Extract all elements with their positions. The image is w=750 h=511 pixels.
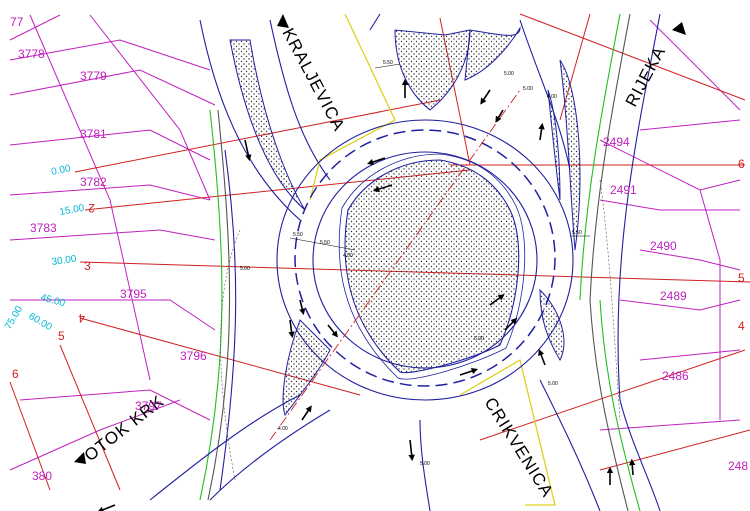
svg-text:3778: 3778 [18, 47, 45, 61]
svg-text:2: 2 [88, 201, 95, 215]
svg-text:3: 3 [84, 259, 91, 273]
svg-text:6: 6 [738, 157, 745, 171]
svg-text:6: 6 [12, 367, 19, 381]
svg-text:5.50: 5.50 [572, 230, 582, 236]
svg-text:30.00: 30.00 [51, 254, 78, 268]
svg-text:5.00: 5.00 [504, 71, 514, 77]
svg-text:248: 248 [728, 459, 748, 473]
parcel-boundaries [9, 14, 741, 471]
section-numbers: 2 3 4 5 6 4 5 6 [12, 157, 745, 381]
traffic-arrows [97, 78, 636, 511]
svg-text:3782: 3782 [80, 175, 107, 189]
svg-text:3783: 3783 [30, 221, 57, 235]
rijeka-direction-icon [672, 22, 686, 35]
svg-text:4: 4 [738, 319, 745, 333]
kraljevica-direction-icon [277, 14, 289, 28]
svg-text:4.00: 4.00 [278, 426, 288, 432]
svg-text:60.00: 60.00 [27, 311, 55, 333]
svg-text:5.00: 5.00 [240, 266, 250, 272]
svg-text:3781: 3781 [80, 127, 107, 141]
hatch-edge [220, 229, 241, 481]
svg-text:5.00: 5.00 [523, 86, 533, 92]
svg-text:3797: 3797 [135, 399, 162, 413]
svg-text:2486: 2486 [662, 369, 689, 383]
svg-text:45.00: 45.00 [39, 292, 66, 309]
svg-text:380: 380 [32, 469, 52, 483]
svg-text:3796: 3796 [180, 349, 207, 363]
approach-roads [149, 13, 661, 511]
svg-text:2490: 2490 [650, 239, 677, 253]
svg-text:3779: 3779 [80, 69, 107, 83]
svg-text:2494: 2494 [603, 135, 630, 149]
svg-text:5: 5 [738, 271, 745, 285]
svg-text:2491: 2491 [610, 183, 637, 197]
yellow-edges [309, 13, 556, 506]
svg-text:75.00: 75.00 [3, 304, 25, 332]
roundabout [276, 119, 574, 401]
svg-text:5.00: 5.00 [474, 336, 484, 342]
parcel-numbers-left: 77 3778 3779 3781 3782 3783 3795 3796 37… [10, 15, 207, 483]
road-label-crikvenica: CRIKVENICA [481, 394, 557, 501]
otok-krk-direction-icon [74, 452, 86, 464]
svg-text:2489: 2489 [660, 289, 687, 303]
dimension-marks: 5.50 5.50 5.50 5.00 5.50 5.00 5.00 4.00 … [240, 60, 590, 467]
svg-text:3795: 3795 [120, 287, 147, 301]
svg-text:4.00: 4.00 [343, 253, 353, 259]
svg-text:0.00: 0.00 [50, 163, 72, 178]
chainage-labels: 0.00 15.00 30.00 45.00 60.00 75.00 [3, 163, 86, 333]
svg-text:5.00: 5.00 [548, 381, 558, 387]
traffic-islands [229, 26, 581, 417]
svg-text:4.00: 4.00 [547, 94, 557, 100]
svg-text:5.00: 5.00 [420, 461, 430, 467]
hatch-edge-right [599, 179, 621, 421]
svg-text:5.50: 5.50 [383, 60, 393, 66]
svg-text:77: 77 [10, 15, 24, 29]
svg-text:5.50: 5.50 [320, 240, 330, 246]
svg-text:5.50: 5.50 [293, 232, 303, 238]
road-label-kraljevica: KRALJEVICA [278, 25, 348, 135]
road-label-rijeka: RIJEKA [622, 43, 670, 110]
parcel-numbers-right: 2494 2491 2490 2489 2486 248 [603, 135, 748, 473]
svg-text:15.00: 15.00 [59, 203, 86, 218]
svg-text:5: 5 [58, 329, 65, 343]
svg-text:4: 4 [78, 311, 85, 325]
